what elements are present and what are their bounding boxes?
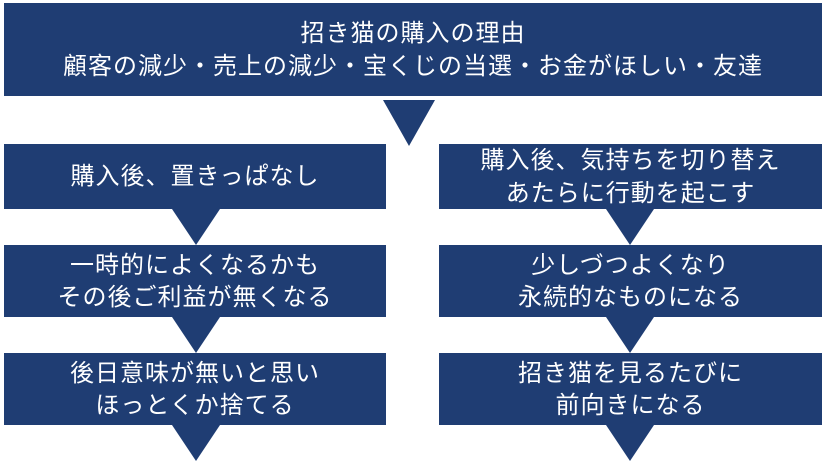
right-step3-line2: 前向きになる (555, 391, 706, 419)
right-step1-box: 購入後、気持ちを切り替え あたらに行動を起こす (439, 144, 822, 209)
right-step1-line1: 購入後、気持ちを切り替え (480, 146, 781, 175)
left-step3-line2: ほっとくか捨てる (95, 391, 295, 419)
top-reason-box: 招き猫の購入の理由 顧客の減少・売上の減少・宝くじの当選・お金がほしい・友達 (4, 3, 822, 96)
left-step3-box: 後日意味が無いと思い ほっとくか捨てる (4, 353, 386, 425)
right-down-arrow-3-icon (606, 425, 654, 461)
left-step2-line1: 一時的によくなるかも (70, 250, 320, 279)
left-down-arrow-3-icon (172, 425, 220, 461)
left-step1-line1: 購入後、置きっぱなし (70, 162, 320, 191)
left-down-arrow-2-icon (172, 317, 220, 353)
right-down-arrow-1-icon (606, 209, 654, 245)
left-step1-box: 購入後、置きっぱなし (4, 144, 386, 209)
left-step2-box: 一時的によくなるかも その後ご利益が無くなる (4, 245, 386, 317)
left-down-arrow-1-icon (172, 209, 220, 245)
top-title: 招き猫の購入の理由 (300, 19, 526, 48)
top-reasons: 顧客の減少・売上の減少・宝くじの当選・お金がほしい・友達 (63, 51, 763, 80)
right-step1-line2: あたらに行動を起こす (505, 178, 756, 207)
right-step2-line2: 永続的なものになる (518, 283, 743, 311)
left-step3-line1: 後日意味が無いと思い (70, 358, 320, 387)
right-step2-line1: 少しづつよくなり (531, 250, 730, 279)
left-step2-line2: その後ご利益が無くなる (57, 283, 333, 311)
right-step2-box: 少しづつよくなり 永続的なものになる (439, 245, 822, 317)
right-step3-line1: 招き猫を見るたびに (518, 358, 743, 387)
top-down-arrow-icon (383, 100, 435, 146)
right-down-arrow-2-icon (606, 317, 654, 353)
right-step3-box: 招き猫を見るたびに 前向きになる (439, 353, 822, 425)
